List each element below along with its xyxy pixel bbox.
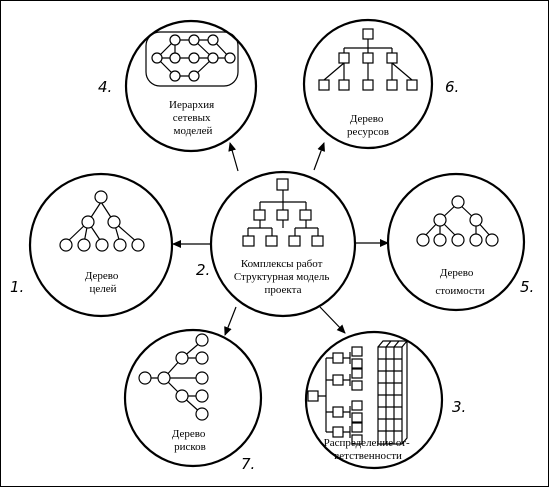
risks-number: 7. [241,455,255,473]
networks-graph-icon [145,31,239,87]
arrow-networks [228,142,239,172]
goals-label: Дерево целей [85,270,121,295]
responsibility-number: 3. [452,398,466,416]
risks-label: Дерево рисков [172,428,208,453]
cost-number: 5. [520,278,534,296]
resources-label: Дерево ресурсов [347,113,389,138]
responsibility-matrix-icon [307,340,409,445]
connectors [172,142,389,336]
center-number: 2. [196,261,210,279]
center-tree-icon [242,178,324,247]
responsibility-label: Распределение от- ветственности [324,437,413,462]
goals-number: 1. [10,278,24,296]
resources-tree-icon [318,28,418,91]
resources-number: 6. [445,78,459,96]
cost-label: Дерево стоимости [435,267,484,297]
networks-number: 4. [98,78,112,96]
arrow-responsibility [319,306,346,334]
center-circle [209,170,357,318]
cost-tree-icon [416,195,499,247]
risks-circle [123,328,263,468]
arrow-resources [313,142,325,171]
goals-tree-icon [59,190,145,252]
risks-tree-icon [138,333,209,421]
center-label: Комплексы работ Структурная модель проек… [234,258,332,296]
arrow-risks [224,306,237,336]
networks-label: Иерархия сетевых моделей [169,99,217,137]
